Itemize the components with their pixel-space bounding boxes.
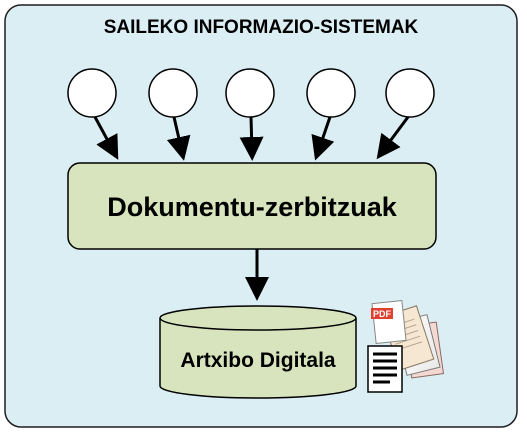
arrow-source-2 bbox=[166, 116, 191, 161]
document-services-label: Dokumentu-zerbitzuak bbox=[107, 192, 398, 222]
arrow-source-3 bbox=[239, 116, 264, 161]
source-node-3 bbox=[225, 68, 275, 118]
digital-archive-label: Artxibo Digitala bbox=[180, 349, 336, 372]
diagram-title: SAILEKO INFORMAZIO-SISTEMAK bbox=[104, 17, 419, 38]
source-node-5 bbox=[385, 68, 435, 118]
arrow-source-1 bbox=[93, 116, 119, 160]
source-nodes bbox=[67, 68, 435, 118]
source-node-1 bbox=[67, 68, 117, 118]
source-node-4 bbox=[306, 68, 356, 118]
pdf-badge-label: PDF bbox=[373, 309, 392, 319]
pdf-badge bbox=[371, 308, 393, 319]
digital-archive-cylinder bbox=[159, 305, 357, 399]
source-node-2 bbox=[148, 68, 198, 118]
documents-stack-icon: PDF bbox=[367, 299, 445, 393]
source-arrows bbox=[93, 116, 410, 161]
arrow-source-5 bbox=[376, 116, 410, 160]
arrow-source-4 bbox=[311, 116, 335, 161]
document-services-box bbox=[67, 162, 437, 250]
